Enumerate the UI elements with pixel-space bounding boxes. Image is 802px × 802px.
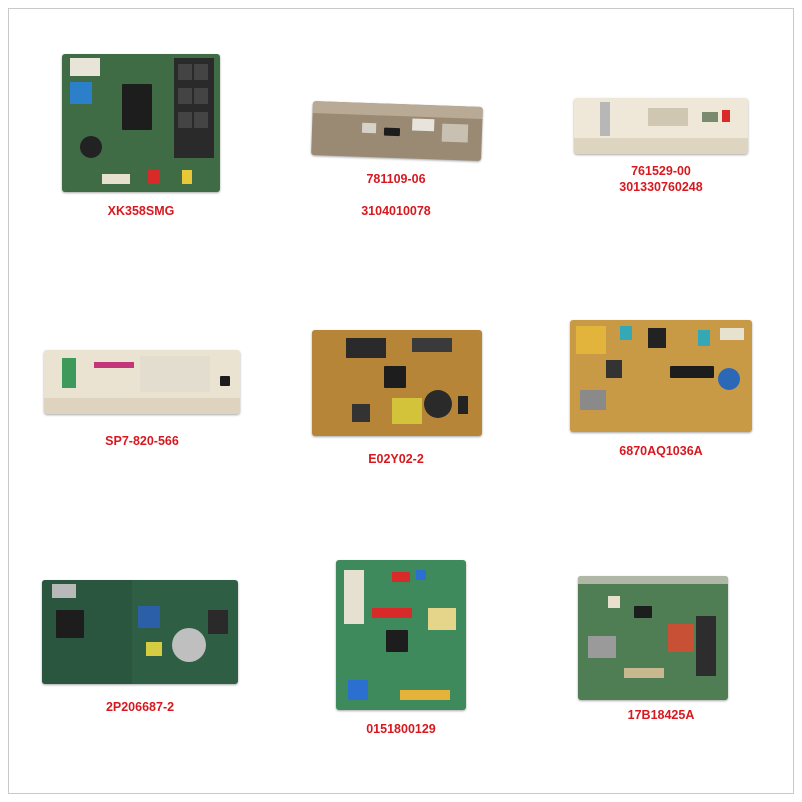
product-image-4[interactable] bbox=[44, 350, 240, 414]
product-image-5[interactable] bbox=[312, 330, 482, 436]
grid-frame bbox=[8, 8, 794, 794]
product-label-4: SP7-820-566 bbox=[105, 434, 179, 448]
product-label-7: 2P206687-2 bbox=[105, 700, 175, 714]
product-image-6[interactable] bbox=[570, 320, 752, 432]
product-image-1[interactable] bbox=[62, 54, 220, 192]
product-label-3b: 301330760248 bbox=[619, 180, 703, 194]
product-image-7[interactable] bbox=[42, 580, 238, 684]
product-label-5: E02Y02-2 bbox=[368, 452, 424, 466]
product-image-2[interactable] bbox=[311, 101, 483, 161]
product-image-9[interactable] bbox=[578, 576, 728, 700]
product-label-3a: 761529-00 bbox=[631, 164, 691, 178]
product-label-2b: 3104010078 bbox=[361, 204, 431, 218]
product-image-8[interactable] bbox=[336, 560, 466, 710]
product-label-8: 0151800129 bbox=[366, 722, 436, 736]
product-image-3[interactable] bbox=[574, 98, 748, 154]
product-label-6: 6870AQ1036A bbox=[619, 444, 703, 458]
product-label-1: XK358SMG bbox=[107, 204, 175, 218]
product-label-2a: 781109-06 bbox=[366, 172, 426, 186]
product-label-9: 17B18425A bbox=[627, 708, 695, 722]
